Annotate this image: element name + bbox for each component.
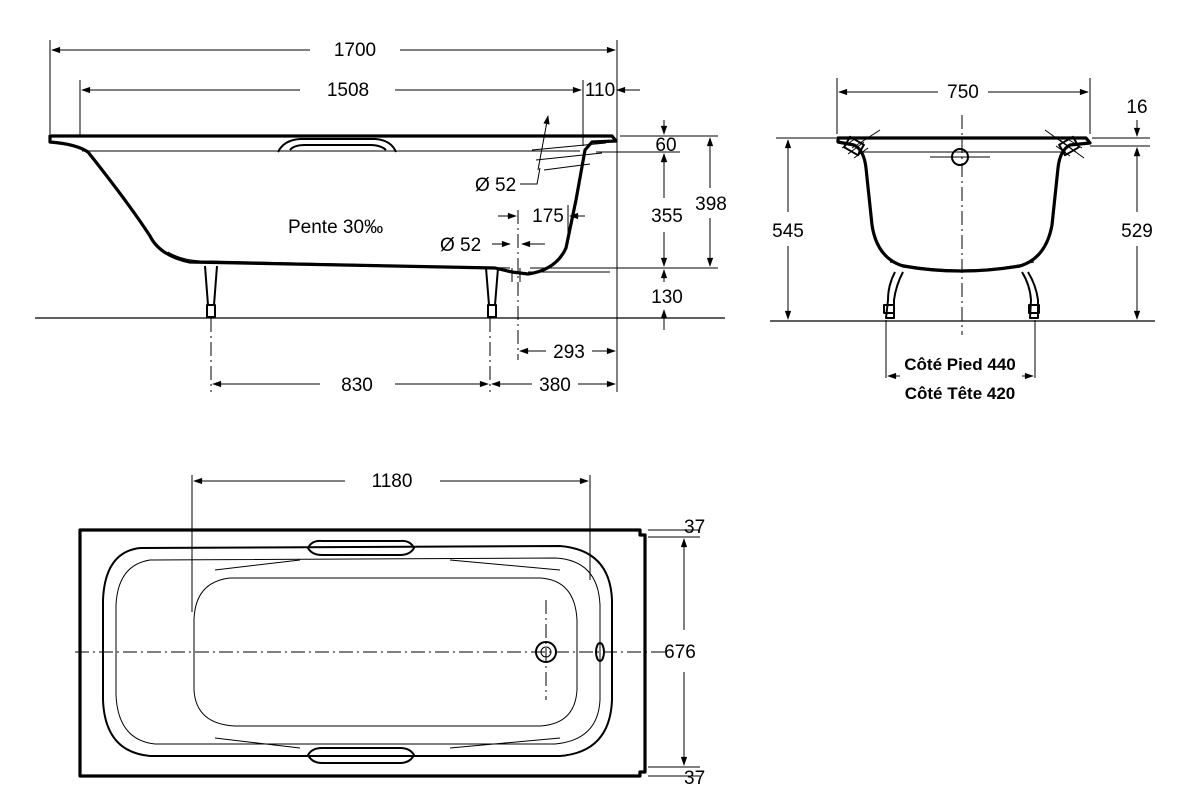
dim-529: 529 — [1121, 221, 1153, 242]
foot-side-spacing: Côté Pied 440 — [904, 355, 1016, 374]
dim-110: 110 — [585, 80, 615, 101]
dim-293: 293 — [553, 342, 585, 363]
dim-380: 380 — [539, 375, 571, 396]
tub-top-rim-contour — [102, 545, 613, 757]
dim-16: 16 — [1126, 97, 1147, 118]
end-feet — [883, 271, 1040, 319]
dim-545: 545 — [772, 221, 804, 242]
drain-pipe — [511, 268, 610, 282]
tub-side-profile — [48, 134, 618, 276]
dim-37-bottom: 37 — [684, 768, 705, 789]
dim-37-top: 37 — [684, 517, 705, 538]
dim-175: 175 — [532, 206, 564, 227]
dim-750: 750 — [947, 82, 979, 103]
side-view: 1700 1508 110 60 355 398 130 Ø 52 175 — [35, 40, 727, 396]
tub-end-inner-floor — [889, 261, 1035, 271]
slope-label: Pente 30‰ — [288, 217, 383, 238]
dim-1180: 1180 — [372, 471, 413, 492]
top-view: 1180 37 676 37 — [75, 471, 705, 789]
end-view: 750 16 545 529 Côté Pied 440 Côté Tête 4… — [770, 78, 1155, 403]
tub-side-inner-bottom — [167, 251, 511, 269]
overflow-fitting — [531, 142, 607, 171]
dim-355: 355 — [651, 206, 683, 227]
tub-top-outline — [78, 528, 647, 778]
end-rim-hatch — [841, 129, 1085, 159]
tub-top-basin-contour — [193, 577, 578, 727]
dim-60: 60 — [655, 135, 676, 156]
dim-1508: 1508 — [327, 80, 369, 101]
side-legs — [204, 265, 499, 318]
side-extension-lines — [49, 40, 718, 392]
bottom-handle-icon — [307, 747, 415, 764]
overflow-diameter: Ø 52 — [475, 175, 516, 196]
head-side-spacing: Côté Tête 420 — [905, 384, 1016, 403]
dim-398: 398 — [695, 194, 727, 215]
dim-830: 830 — [341, 375, 373, 396]
dim-130: 130 — [651, 287, 683, 308]
dim-1700: 1700 — [334, 40, 376, 61]
tub-end-profile — [836, 136, 1092, 273]
top-handle-icon — [307, 539, 415, 556]
dim-676: 676 — [664, 642, 696, 663]
drain-diameter: Ø 52 — [440, 235, 481, 256]
side-handle-icon — [277, 138, 397, 153]
